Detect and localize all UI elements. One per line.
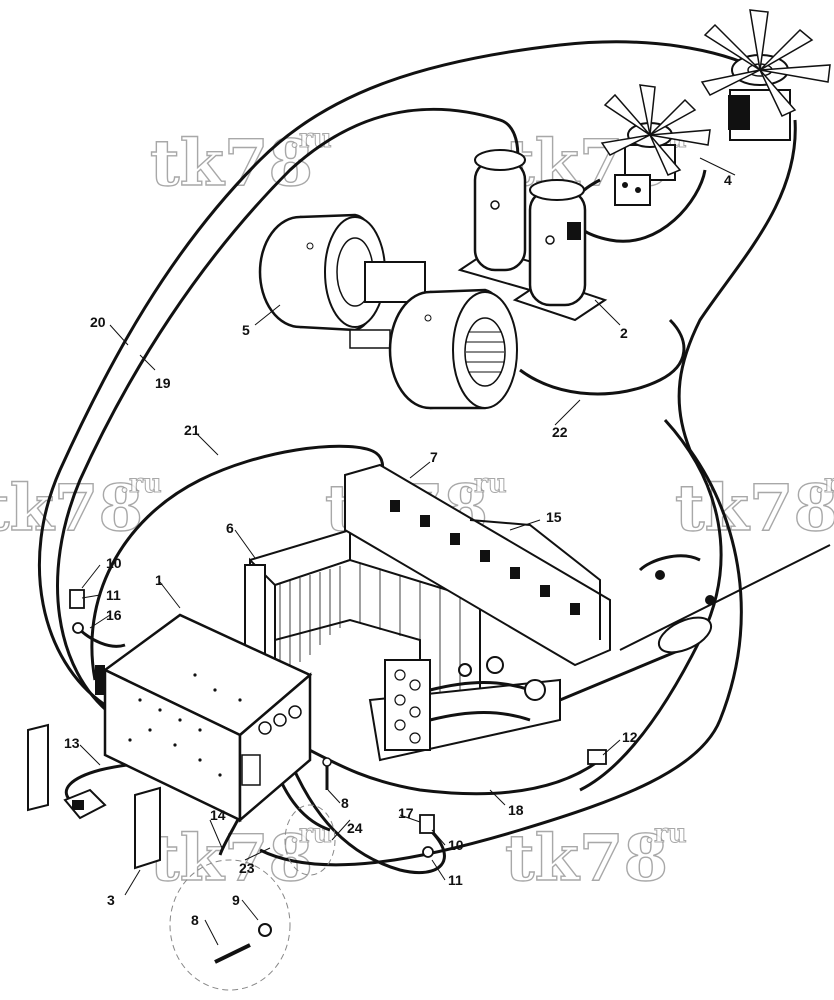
watermark-text: tk78	[675, 471, 834, 546]
harness-cables	[37, 40, 831, 875]
compressor-pair	[457, 149, 608, 322]
watermark-sup: .ru	[645, 819, 687, 849]
callout-10a: 10	[106, 555, 122, 571]
watermark-text: tk78	[0, 471, 143, 546]
cable-24	[278, 734, 446, 875]
callout-22: 22	[552, 424, 568, 440]
watermark-sup: .ru	[815, 469, 834, 499]
callout-11b: 11	[448, 872, 463, 888]
cable-22	[519, 318, 686, 396]
callout-labels: 1 2 3 4 5 6 7 8 8 9 10 10 11 11 12 13 14…	[64, 172, 732, 928]
callout-1: 1	[155, 572, 163, 588]
callout-21: 21	[184, 422, 200, 438]
condenser-fans	[600, 9, 831, 206]
callout-8b: 8	[191, 912, 199, 928]
blower-assembly	[258, 213, 518, 410]
watermark-sup: .ru	[465, 469, 507, 499]
callout-4: 4	[724, 172, 732, 188]
callout-10b: 10	[448, 837, 464, 853]
callout-15: 15	[546, 509, 562, 525]
cable-18	[289, 738, 601, 796]
control-box	[95, 613, 313, 823]
callout-6: 6	[226, 520, 234, 536]
callout-7: 7	[430, 449, 438, 465]
callout-12: 12	[622, 729, 638, 745]
cable-fan-right	[259, 119, 797, 867]
callout-20: 20	[90, 314, 106, 330]
small-parts	[69, 589, 607, 991]
watermark-text: tk78	[505, 821, 668, 896]
leader-lines	[79, 157, 736, 946]
callout-18: 18	[508, 802, 524, 818]
callout-19: 19	[155, 375, 171, 391]
cable-19	[56, 107, 520, 717]
callout-23: 23	[239, 860, 255, 876]
watermark-sup: .ru	[120, 469, 162, 499]
cable-20	[37, 40, 761, 707]
callout-5: 5	[242, 322, 250, 338]
cable-21	[90, 444, 384, 681]
callout-24: 24	[347, 820, 363, 836]
callout-2: 2	[620, 325, 628, 341]
mount-brackets	[27, 723, 161, 870]
callout-13: 13	[64, 735, 80, 751]
wire-right	[619, 544, 831, 651]
cable-16	[76, 626, 126, 648]
callout-9: 9	[232, 892, 240, 908]
callout-3: 3	[107, 892, 115, 908]
callout-8a: 8	[341, 795, 349, 811]
coil-frame	[244, 463, 611, 722]
watermark-sup: .ru	[290, 819, 332, 849]
callout-11a: 11	[106, 587, 121, 603]
callout-16: 16	[106, 607, 122, 623]
callout-17: 17	[398, 805, 414, 821]
callout-14: 14	[210, 807, 226, 823]
evaporator-assembly	[368, 554, 715, 762]
